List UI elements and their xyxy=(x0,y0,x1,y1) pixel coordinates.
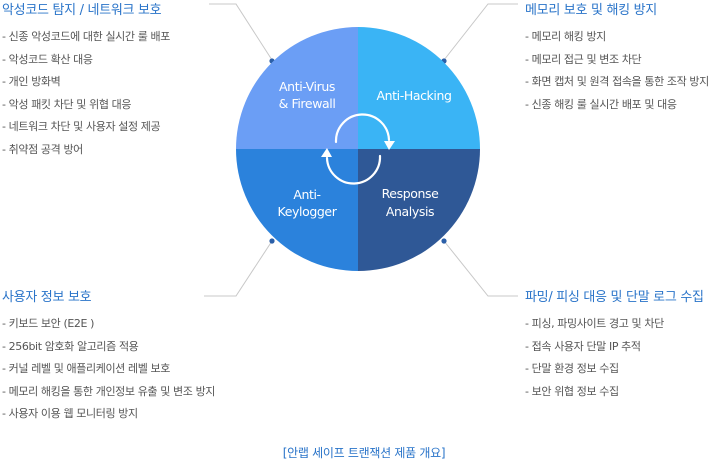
list-item: 악성 패킷 차단 및 위협 대응 xyxy=(2,94,170,117)
connector-lines xyxy=(204,3,518,297)
list-item: 취약점 공격 방어 xyxy=(2,139,170,162)
figure-caption: [안랩 세이프 트랜잭션 제품 개요] xyxy=(282,446,446,460)
label-anti-keylogger-line2: Keylogger xyxy=(278,204,338,219)
block-malware-network: 악성코드 탐지 / 네트워크 보호 신종 악성코드에 대한 실시간 룰 배포 악… xyxy=(2,0,170,161)
list-item: 보안 위협 정보 수집 xyxy=(525,381,704,404)
block-title: 파밍/ 피싱 대응 및 단말 로그 수집 xyxy=(525,290,704,305)
list-item: 네트워크 차단 및 사용자 설정 제공 xyxy=(2,116,170,139)
label-anti-hacking: Anti-Hacking xyxy=(376,88,451,103)
list-item: 피싱, 파밍사이트 경고 및 차단 xyxy=(525,313,704,336)
block-user-info: 사용자 정보 보호 키보드 보안 (E2E ) 256bit 암호화 알고리즘 … xyxy=(2,286,215,426)
connector-top-left xyxy=(209,3,273,61)
connector-dot-bottom-left xyxy=(269,238,275,244)
list-item: 악성코드 확산 대응 xyxy=(2,49,170,72)
connector-bottom-right xyxy=(443,240,518,297)
feature-list: 피싱, 파밍사이트 경고 및 차단 접속 사용자 단말 IP 추적 단말 환경 … xyxy=(525,313,704,403)
block-title: 사용자 정보 보호 xyxy=(2,290,92,305)
list-item: 사용자 이용 웹 모니터링 방지 xyxy=(2,403,215,426)
cycle-arrows-icon xyxy=(325,113,391,185)
feature-list: 키보드 보안 (E2E ) 256bit 암호화 알고리즘 적용 커널 레벨 및… xyxy=(2,313,216,426)
list-item: 메모리 해킹 방지 xyxy=(525,26,709,49)
feature-list: 신종 악성코드에 대한 실시간 룰 배포 악성코드 확산 대응 개인 방화벽 악… xyxy=(2,26,171,162)
connector-dot-bottom-right xyxy=(441,238,447,244)
list-item: 256bit 암호화 알고리즘 적용 xyxy=(2,336,215,359)
list-item: 키보드 보안 (E2E ) xyxy=(2,313,215,336)
list-item: 화면 캡처 및 원격 접속을 통한 조작 방지 xyxy=(525,71,710,94)
quadrant-anti-virus xyxy=(236,27,358,149)
block-pharming-phishing: 파밍/ 피싱 대응 및 단말 로그 수집 피싱, 파밍사이트 경고 및 차단 접… xyxy=(525,286,704,403)
quadrant-anti-hacking xyxy=(358,27,480,149)
quadrant-response-analysis xyxy=(358,149,480,271)
connector-top-right xyxy=(443,3,518,61)
connector-bottom-left xyxy=(204,240,273,297)
block-memory-hacking: 메모리 보호 및 해킹 방지 메모리 해킹 방지 메모리 접근 및 변조 차단 … xyxy=(525,0,709,116)
list-item: 메모리 해킹을 통한 개인정보 유출 및 변조 방지 xyxy=(2,381,216,404)
list-item: 메모리 접근 및 변조 차단 xyxy=(525,49,709,72)
label-anti-keylogger-line1: Anti- xyxy=(293,187,320,202)
feature-list: 메모리 해킹 방지 메모리 접근 및 변조 차단 화면 캡처 및 원격 접속을 … xyxy=(525,26,710,117)
label-response-line2: Analysis xyxy=(386,204,434,219)
cycle-arrowheads xyxy=(321,141,395,157)
block-title: 메모리 보호 및 해킹 방지 xyxy=(525,3,657,18)
label-response-line1: Response xyxy=(382,186,440,201)
list-item: 단말 환경 정보 수집 xyxy=(525,358,704,381)
list-item: 커널 레벨 및 애플리케이션 레벨 보호 xyxy=(2,358,215,381)
list-item: 접속 사용자 단말 IP 추적 xyxy=(525,336,704,359)
label-anti-virus-line2: & Firewall xyxy=(279,96,336,111)
list-item: 개인 방화벽 xyxy=(2,71,170,94)
quadrant-anti-keylogger xyxy=(236,149,358,271)
list-item: 신종 악성코드에 대한 실시간 룰 배포 xyxy=(2,26,171,49)
label-anti-virus-line1: Anti-Virus xyxy=(279,79,335,94)
list-item: 신종 해킹 룰 실시간 배포 및 대응 xyxy=(525,94,709,117)
block-title: 악성코드 탐지 / 네트워크 보호 xyxy=(2,3,162,18)
